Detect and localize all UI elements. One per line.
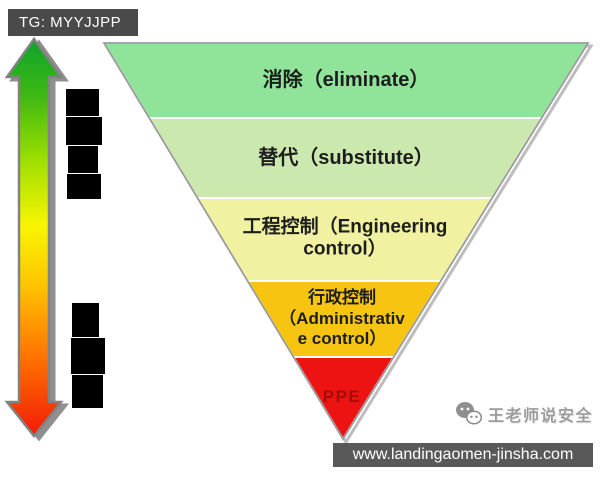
footer-url-bar: www.landingaomen-jinsha.com bbox=[333, 443, 593, 467]
pyramid-label-administrative-control: 行政控制 （Administrativ e control） bbox=[279, 287, 405, 349]
footer-url: www.landingaomen-jinsha.com bbox=[352, 446, 574, 463]
redacted-char-block bbox=[66, 89, 99, 116]
pyramid-label-substitute: 替代（substitute） bbox=[258, 147, 434, 170]
redacted-char-block bbox=[72, 303, 99, 337]
pyramid-label-ppe: PPE bbox=[322, 386, 362, 406]
redacted-vertical-label-lower bbox=[71, 303, 105, 408]
pyramid-label-eliminate: 消除（eliminate） bbox=[262, 69, 430, 92]
pyramid-label-engineering-control: 工程控制（Engineering control） bbox=[242, 216, 448, 260]
redacted-char-block bbox=[71, 338, 105, 374]
pyramid-outline bbox=[102, 42, 590, 441]
effectiveness-arrow-icon bbox=[4, 36, 64, 439]
wechat-icon bbox=[455, 401, 483, 425]
redacted-char-block bbox=[66, 117, 102, 145]
redacted-char-block bbox=[68, 146, 98, 173]
redacted-vertical-label-upper bbox=[66, 89, 102, 199]
redacted-char-block bbox=[67, 174, 101, 199]
tag-label: TG: MYYJJPP bbox=[8, 9, 138, 36]
watermark-text: 王老师说安全 bbox=[488, 408, 594, 425]
redacted-char-block bbox=[72, 375, 103, 408]
